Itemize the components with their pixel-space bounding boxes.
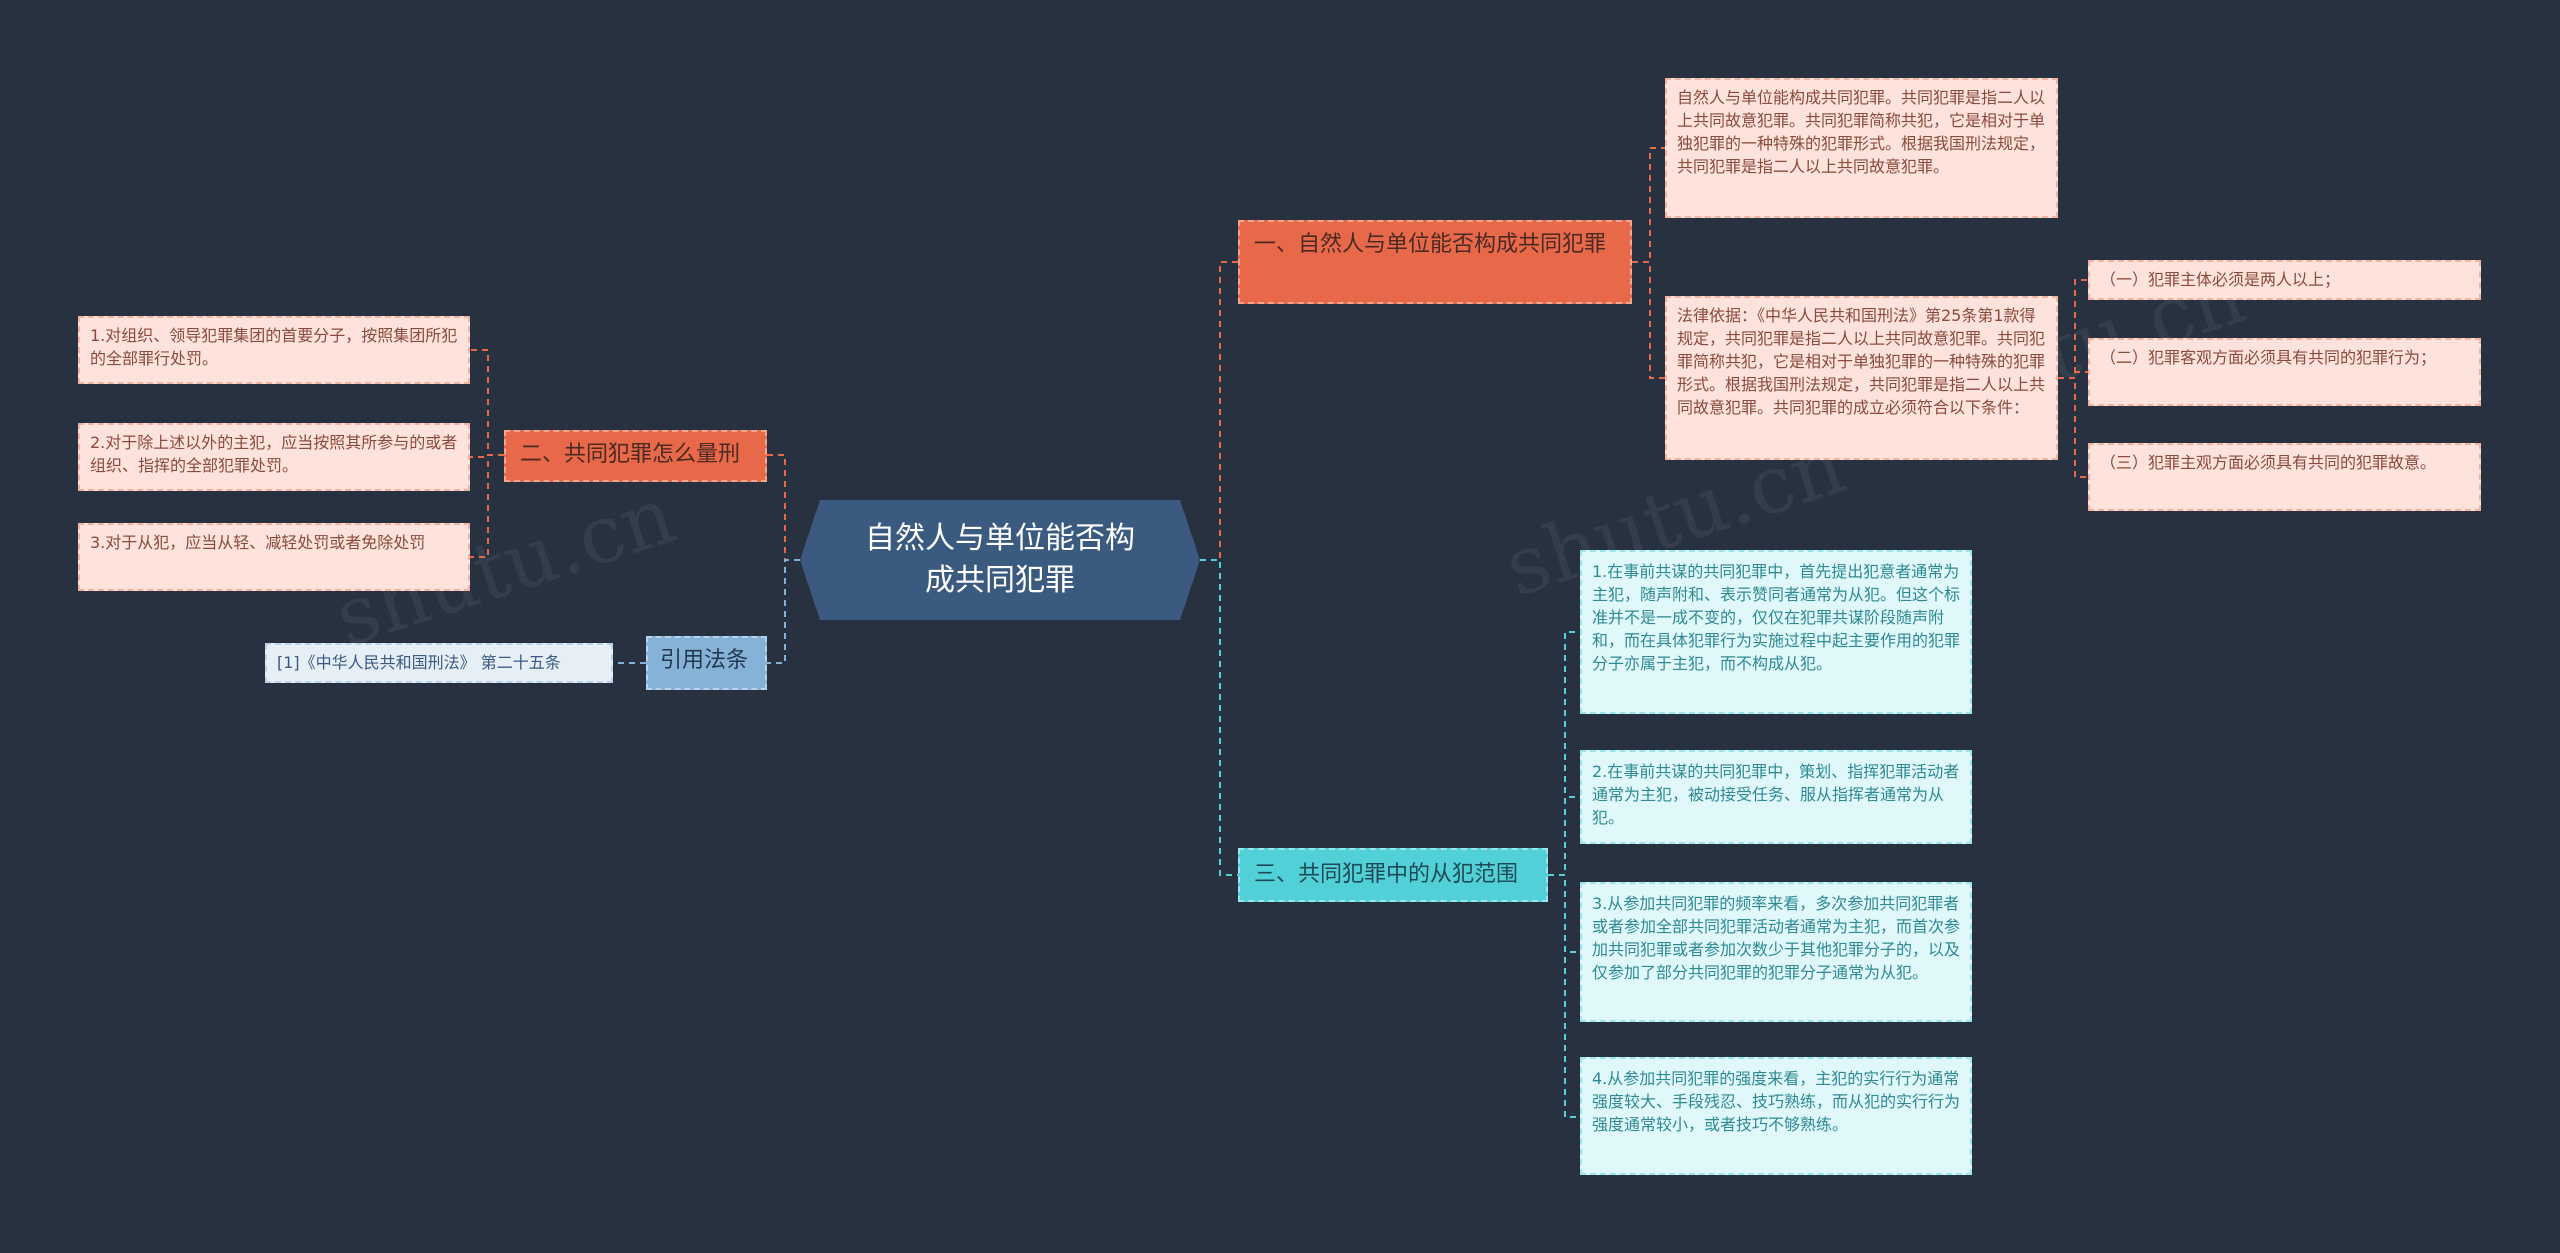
- root-topic[interactable]: 自然人与单位能否构成共同犯罪: [800, 500, 1200, 620]
- branch-1-item-2-text: 法律依据：《中华人民共和国刑法》第25条第1款得规定，共同犯罪是指二人以上共同故…: [1677, 306, 2046, 417]
- branch-3-item-3-text: 3.从参加共同犯罪的频率来看，多次参加共同犯罪者或者参加全部共同犯罪活动者通常为…: [1592, 894, 1961, 982]
- branch-3-item-4-text: 4.从参加共同犯罪的强度来看，主犯的实行行为通常强度较大、手段残忍、技巧熟练，而…: [1592, 1069, 1961, 1134]
- branch-4[interactable]: 引用法条: [646, 636, 767, 690]
- branch-1-sub-3[interactable]: （三）犯罪主观方面必须具有共同的犯罪故意。: [2088, 443, 2481, 511]
- branch-2-label: 二、共同犯罪怎么量刑: [520, 442, 741, 467]
- connector-root-b1: [1200, 261, 1238, 561]
- branch-2[interactable]: 二、共同犯罪怎么量刑: [504, 430, 767, 482]
- branch-1-sub-1[interactable]: （一）犯罪主体必须是两人以上；: [2088, 260, 2481, 300]
- connector-b2-item1: [470, 349, 504, 456]
- branch-2-item-3[interactable]: 3.对于从犯，应当从轻、减轻处罚或者免除处罚: [78, 523, 470, 591]
- connector-b1-sub1: [2058, 279, 2088, 379]
- branch-1[interactable]: 一、自然人与单位能否构成共同犯罪: [1238, 220, 1632, 304]
- connector-b2-item3: [470, 454, 504, 558]
- branch-1-sub-1-text: （一）犯罪主体必须是两人以上；: [2100, 270, 2341, 289]
- branch-3-item-2[interactable]: 2.在事前共谋的共同犯罪中，策划、指挥犯罪活动者通常为主犯，被动接受任务、服从指…: [1580, 750, 1972, 844]
- connector-b3-item1: [1548, 631, 1580, 876]
- connector-b1-sub3: [2058, 377, 2088, 478]
- branch-3-label: 三、共同犯罪中的从犯范围: [1254, 862, 1519, 887]
- root-title: 自然人与单位能否构成共同犯罪: [865, 521, 1135, 598]
- branch-2-item-2-text: 2.对于除上述以外的主犯，应当按照其所参与的或者组织、指挥的全部犯罪处罚。: [90, 433, 458, 475]
- connector-b3-item4: [1548, 874, 1580, 1118]
- branch-1-sub-3-text: （三）犯罪主观方面必须具有共同的犯罪故意。: [2100, 453, 2437, 472]
- connector-b1-item1: [1632, 147, 1665, 263]
- branch-3-item-1-text: 1.在事前共谋的共同犯罪中，首先提出犯意者通常为主犯，随声附和、表示赞同者通常为…: [1592, 562, 1961, 673]
- branch-1-item-1[interactable]: 自然人与单位能构成共同犯罪。共同犯罪是指二人以上共同故意犯罪。共同犯罪简称共犯，…: [1665, 78, 2058, 218]
- branch-2-item-3-text: 3.对于从犯，应当从轻、减轻处罚或者免除处罚: [90, 533, 426, 552]
- branch-2-item-1[interactable]: 1.对组织、领导犯罪集团的首要分子，按照集团所犯的全部罪行处罚。: [78, 316, 470, 384]
- branch-4-item-1-text: [1]《中华人民共和国刑法》 第二十五条: [277, 653, 561, 672]
- branch-3-item-3[interactable]: 3.从参加共同犯罪的频率来看，多次参加共同犯罪者或者参加全部共同犯罪活动者通常为…: [1580, 882, 1972, 1022]
- branch-1-item-2[interactable]: 法律依据：《中华人民共和国刑法》第25条第1款得规定，共同犯罪是指二人以上共同故…: [1665, 296, 2058, 460]
- connector-b1-item2: [1632, 261, 1665, 379]
- branch-1-item-1-text: 自然人与单位能构成共同犯罪。共同犯罪是指二人以上共同故意犯罪。共同犯罪简称共犯，…: [1677, 88, 2046, 176]
- branch-3-item-1[interactable]: 1.在事前共谋的共同犯罪中，首先提出犯意者通常为主犯，随声附和、表示赞同者通常为…: [1580, 550, 1972, 714]
- branch-3[interactable]: 三、共同犯罪中的从犯范围: [1238, 848, 1548, 902]
- branch-4-label: 引用法条: [660, 648, 749, 673]
- connector-root-b3: [1200, 559, 1238, 876]
- branch-3-item-4[interactable]: 4.从参加共同犯罪的强度来看，主犯的实行行为通常强度较大、手段残忍、技巧熟练，而…: [1580, 1057, 1972, 1175]
- branch-1-sub-2-text: （二）犯罪客观方面必须具有共同的犯罪行为；: [2100, 348, 2437, 367]
- branch-4-item-1[interactable]: [1]《中华人民共和国刑法》 第二十五条: [265, 643, 613, 683]
- branch-2-item-2[interactable]: 2.对于除上述以外的主犯，应当按照其所参与的或者组织、指挥的全部犯罪处罚。: [78, 423, 470, 491]
- connector-root-b2: [767, 454, 800, 561]
- branch-2-item-1-text: 1.对组织、领导犯罪集团的首要分子，按照集团所犯的全部罪行处罚。: [90, 326, 458, 368]
- connector-b3-item2: [1548, 796, 1580, 876]
- branch-1-label: 一、自然人与单位能否构成共同犯罪: [1254, 232, 1607, 257]
- connector-root-b4: [767, 559, 800, 664]
- branch-3-item-2-text: 2.在事前共谋的共同犯罪中，策划、指挥犯罪活动者通常为主犯，被动接受任务、服从指…: [1592, 762, 1960, 827]
- branch-1-sub-2[interactable]: （二）犯罪客观方面必须具有共同的犯罪行为；: [2088, 338, 2481, 406]
